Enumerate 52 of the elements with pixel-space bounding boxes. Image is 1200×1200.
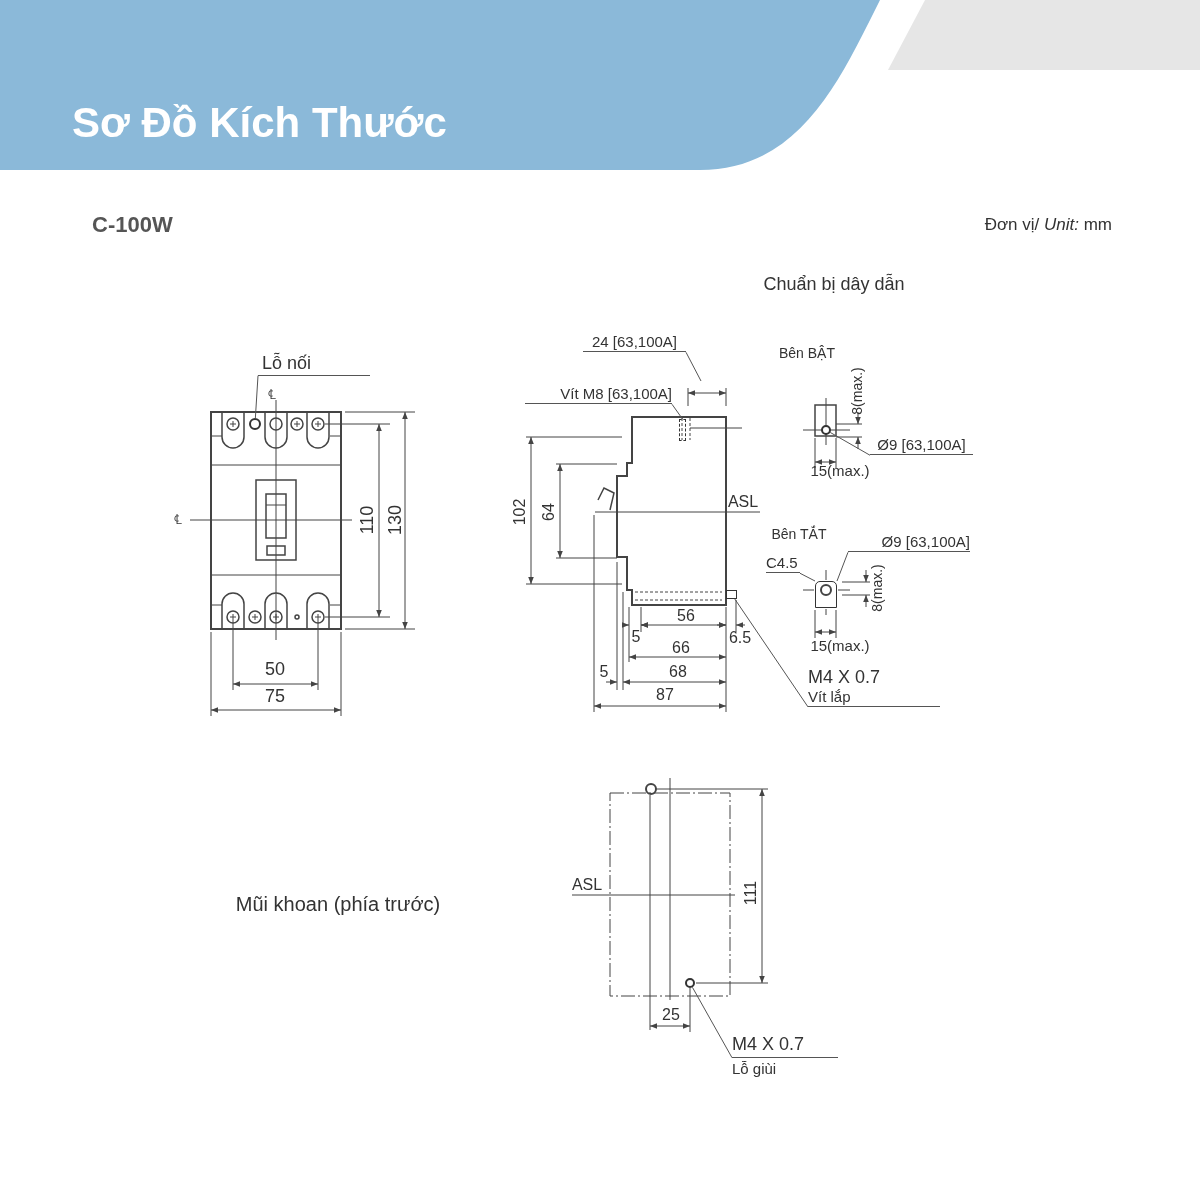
dimension-label: 87 [656, 686, 674, 704]
dimension-label: 102 [511, 498, 529, 526]
dimension-label: 110 [358, 505, 378, 535]
dimension-label: 66 [672, 639, 690, 657]
centerline-symbol: ℄ [268, 387, 276, 403]
leader-line [799, 572, 816, 582]
reference-line-label: ASL [727, 493, 759, 511]
terminal-hole [249, 418, 261, 430]
dimension-label: 8(max.) [850, 367, 866, 415]
dimension-label: 5 [599, 663, 609, 681]
leader-line [671, 403, 683, 420]
leader-line [254, 375, 259, 419]
dimension-label: 111 [742, 880, 760, 906]
screw-end-symbol [726, 590, 737, 599]
dimension-label: 5 [631, 628, 641, 646]
terminal-lug [815, 581, 837, 608]
leader-line [691, 986, 733, 1059]
callout-label: Ø9 [63,100A] [848, 533, 970, 553]
callout-label: 24 [63,100A] [583, 333, 686, 353]
dimension-label: 56 [677, 607, 695, 625]
dimension-label: 50 [265, 660, 285, 680]
unit-note: Đơn vị/ Unit: mm [984, 215, 1112, 235]
dimension-label: 64 [540, 503, 558, 521]
callout-label: M4 X 0.7 Lỗ giùi [732, 1034, 838, 1078]
view-label: Bên BẬT [779, 346, 835, 362]
dimension-label: 25 [662, 1006, 680, 1024]
model-name: C-100W [92, 212, 173, 238]
view-label: Bên TẮT [771, 527, 827, 543]
leader-line [734, 598, 809, 708]
section-heading: Mũi khoan (phía trước) [235, 893, 441, 915]
callout-label: Lỗ nối [258, 353, 370, 376]
leader-line [829, 432, 871, 456]
callout-label: Vít M8 [63,100A] [525, 385, 672, 405]
reference-line-label: ASL [571, 876, 603, 894]
dimension-label: 15(max.) [810, 462, 870, 480]
dimension-label: 15(max.) [810, 637, 870, 655]
dimension-label: 75 [265, 687, 285, 707]
mounting-hole [685, 978, 695, 988]
page-title: Sơ Đồ Kích Thước [72, 100, 447, 147]
screw-symbol [679, 419, 686, 441]
callout-label: M4 X 0.7 Vít lắp [808, 667, 940, 707]
dimension-label: 6.5 [728, 629, 752, 647]
callout-label: C4.5 [766, 554, 800, 574]
section-heading: Chuẩn bị dây dẫn [763, 275, 905, 295]
dimension-label: 130 [386, 505, 406, 535]
centerline-symbol: ℄ [174, 512, 182, 528]
dimension-label: 8(max.) [870, 564, 886, 612]
leader-line [685, 351, 702, 382]
terminal-hole [821, 425, 831, 435]
callout-label: Ø9 [63,100A] [870, 436, 973, 456]
leader-line [836, 551, 849, 582]
dimension-label: 68 [669, 663, 687, 681]
